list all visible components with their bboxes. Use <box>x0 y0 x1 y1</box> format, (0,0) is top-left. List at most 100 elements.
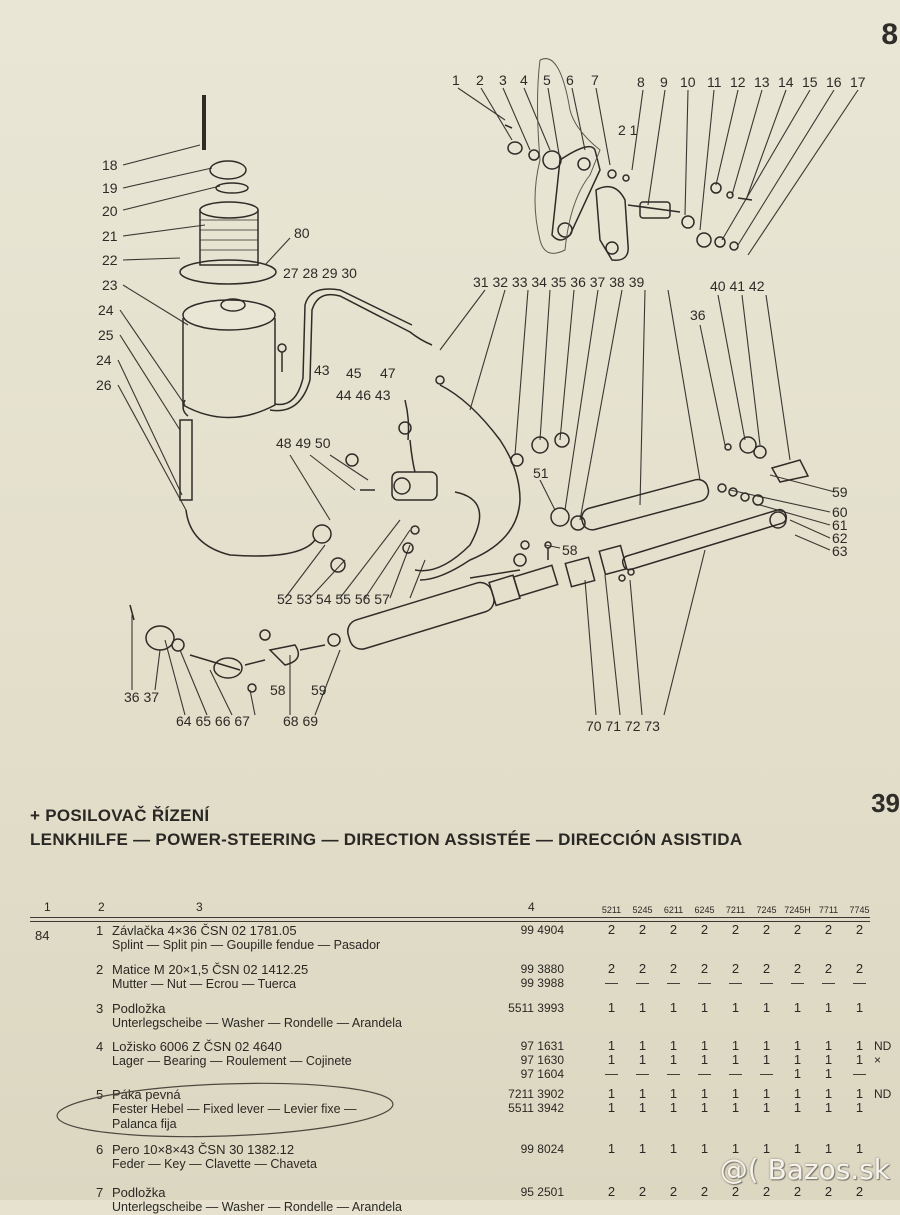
callout-7: 7 <box>591 72 599 88</box>
callout-64-67: 64 65 66 67 <box>176 713 250 729</box>
section-title: + POSILOVAČ ŘÍZENÍ <box>30 806 210 825</box>
item-translations: Splint — Split pin — Goupille fendue — P… <box>112 938 381 952</box>
quantity-cell: 2 <box>793 922 802 937</box>
model-col: 7245 <box>756 905 777 915</box>
quantity-cell: 1 <box>638 1052 647 1067</box>
callout-36: 36 <box>690 307 706 323</box>
quantity-cell: 1 <box>731 1141 740 1156</box>
callout-numbers: 1 2 3 4 5 6 7 8 9 10 11 12 13 14 15 16 1… <box>96 72 866 734</box>
item-index: 4 <box>96 1039 104 1054</box>
quantity-cell: — <box>605 975 618 990</box>
part-number: 97 1630 <box>520 1053 564 1067</box>
quantity-cell: 1 <box>762 1038 771 1053</box>
quantity-cell: 2 <box>638 961 647 976</box>
callout-59b: 59 <box>311 682 327 698</box>
quantity-cell: 1 <box>638 1038 647 1053</box>
quantity-cell: — <box>760 975 773 990</box>
quantity-cell: — <box>729 975 742 990</box>
quantity-cell: 1 <box>855 1141 864 1156</box>
quantity-cell: 1 <box>793 1086 802 1101</box>
item-index: 1 <box>96 923 104 938</box>
quantity-cell: 1 <box>607 1038 616 1053</box>
callout-6: 6 <box>566 72 574 88</box>
quantity-cell: 2 <box>669 1184 678 1199</box>
callout-59a: 59 <box>832 484 848 500</box>
item-name-cz: Ložisko 6006 Z ČSN 02 4640 <box>112 1039 282 1054</box>
model-col: 7211 <box>725 905 746 915</box>
quantity-cell: 2 <box>855 922 864 937</box>
callout-21: 21 <box>102 228 118 244</box>
section-subtitle: LENKHILFE — POWER-STEERING — DIRECTION A… <box>30 830 743 849</box>
quantity-cell: 1 <box>638 1000 647 1015</box>
callout-51: 51 <box>533 465 549 481</box>
quantity-cell: 1 <box>762 1000 771 1015</box>
quantity-cell: 1 <box>824 1141 833 1156</box>
item-translations: Mutter — Nut — Ecrou — Tuerca <box>112 977 297 991</box>
callout-40-42: 40 41 42 <box>710 278 765 294</box>
quantity-cell: 2 <box>824 1184 833 1199</box>
quantity-cell: 1 <box>669 1100 678 1115</box>
callout-47: 47 <box>380 365 396 381</box>
quantity-cell: 2 <box>731 1184 740 1199</box>
callout-14: 14 <box>778 74 794 90</box>
quantity-cell: — <box>667 1066 680 1081</box>
callout-2: 2 <box>476 72 484 88</box>
item-name-cz: Podložka <box>112 1185 166 1200</box>
page-corner-number: 8 <box>881 18 898 51</box>
quantity-cell: 1 <box>731 1000 740 1015</box>
part-number: 5511 3942 <box>508 1101 564 1115</box>
col-header-1: 1 <box>44 900 51 914</box>
quantity-cell: 1 <box>638 1141 647 1156</box>
callout-24b: 24 <box>96 352 112 368</box>
callout-45: 45 <box>346 365 362 381</box>
part-number: 5511 3993 <box>508 1001 564 1015</box>
callout-16: 16 <box>826 74 842 90</box>
col-header-3: 3 <box>196 900 203 914</box>
quantity-cell: 1 <box>855 1052 864 1067</box>
table-header-rule-top <box>30 917 870 918</box>
part-number: 99 4904 <box>520 923 564 937</box>
quantity-cell: 1 <box>731 1052 740 1067</box>
quantity-cell: 2 <box>638 1184 647 1199</box>
quantity-cell: 1 <box>638 1086 647 1101</box>
quantity-cell: 1 <box>824 1052 833 1067</box>
quantity-cell: 1 <box>855 1086 864 1101</box>
part-numbers: 99 8024 <box>500 1142 564 1156</box>
quantity-cell: 1 <box>793 1100 802 1115</box>
page-number: 39 <box>871 788 900 818</box>
quantity-cell: 2 <box>700 1184 709 1199</box>
quantity-cell: 2 <box>700 961 709 976</box>
callout-8: 8 <box>637 74 645 90</box>
quantity-cell: — <box>636 1066 649 1081</box>
item-index: 6 <box>96 1142 104 1157</box>
callout-43a: 43 <box>314 362 330 378</box>
callout-80: 80 <box>294 225 310 241</box>
callout-58b: 58 <box>270 682 286 698</box>
quantity-cell: 1 <box>700 1000 709 1015</box>
callout-12: 12 <box>730 74 746 90</box>
quantity-cell: 1 <box>607 1052 616 1067</box>
quantity-cell: 1 <box>824 1038 833 1053</box>
col-header-2: 2 <box>98 900 105 914</box>
model-col: 7711 <box>818 905 839 915</box>
quantity-cell: 2 <box>607 961 616 976</box>
quantity-cell: 1 <box>762 1100 771 1115</box>
callout-63: 63 <box>832 543 848 559</box>
quantity-cell: — <box>636 975 649 990</box>
quantity-cell: 2 <box>731 922 740 937</box>
quantity-cell: 2 <box>855 1184 864 1199</box>
quantity-cell: 1 <box>700 1100 709 1115</box>
quantity-cell: 1 <box>855 1000 864 1015</box>
